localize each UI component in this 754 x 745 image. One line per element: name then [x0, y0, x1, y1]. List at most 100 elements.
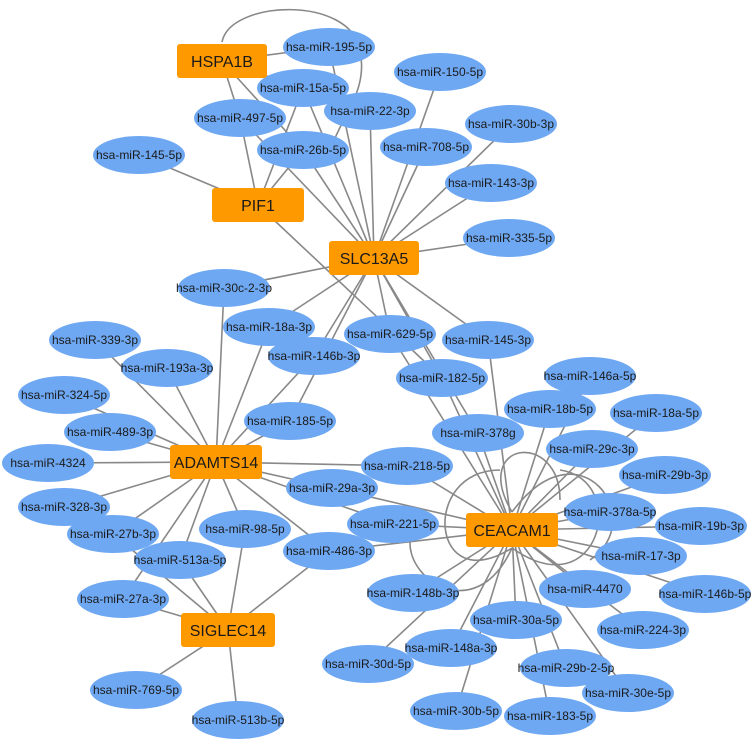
gene-node-siglec14[interactable]: SIGLEC14	[181, 613, 275, 647]
mirna-ellipse	[322, 645, 414, 683]
mirna-label: hsa-miR-708-5p	[383, 140, 469, 154]
mirna-ellipse	[432, 414, 524, 452]
mirna-node[interactable]: hsa-miR-150-5p	[394, 53, 486, 91]
mirna-node[interactable]: hsa-miR-328-3p	[18, 488, 110, 526]
mirna-node[interactable]: hsa-miR-335-5p	[463, 219, 555, 257]
mirna-node[interactable]: hsa-miR-193a-3p	[121, 349, 214, 387]
mirna-node[interactable]: hsa-miR-29a-3p	[286, 469, 378, 507]
mirna-label: hsa-miR-339-3p	[52, 333, 138, 347]
mirna-node[interactable]: hsa-miR-146a-5p	[544, 357, 637, 395]
mirna-ellipse	[283, 532, 375, 570]
edge-ADAMTS14-m18a3	[215, 326, 270, 463]
mirna-node[interactable]: hsa-miR-4470	[539, 570, 631, 608]
mirna-ellipse	[582, 674, 674, 712]
gene-node-adamts14[interactable]: ADAMTS14	[170, 445, 262, 479]
mirna-node[interactable]: hsa-miR-27a-3p	[77, 580, 169, 618]
mirna-node[interactable]: hsa-miR-221-5p	[347, 505, 439, 543]
mirna-node[interactable]: hsa-miR-15a-5p	[257, 69, 349, 107]
mirna-node[interactable]: hsa-miR-769-5p	[90, 671, 182, 709]
mirna-ellipse	[504, 697, 596, 735]
mirna-node[interactable]: hsa-miR-27b-3p	[67, 515, 159, 553]
mirna-ellipse	[64, 413, 156, 451]
gene-box	[170, 445, 262, 479]
mirna-node[interactable]: hsa-miR-18b-5p	[504, 390, 596, 428]
mirna-node[interactable]: hsa-miR-26b-5p	[257, 131, 349, 169]
gene-node-ceacam1[interactable]: CEACAM1	[466, 513, 558, 547]
mirna-node[interactable]: hsa-miR-22-3p	[324, 92, 416, 130]
mirna-label: hsa-miR-4324	[10, 456, 86, 470]
mirna-node[interactable]: hsa-miR-4324	[2, 444, 94, 482]
mirna-label: hsa-miR-221-5p	[350, 517, 436, 531]
gene-label: HSPA1B	[191, 54, 253, 71]
mirna-label: hsa-miR-17-3p	[601, 549, 681, 563]
gene-box	[177, 44, 267, 78]
mirna-node[interactable]: hsa-miR-195-5p	[283, 28, 375, 66]
edge-SLC13A5-m30b3	[373, 123, 512, 259]
mirna-node[interactable]: hsa-miR-19b-3p	[655, 507, 747, 545]
mirna-node[interactable]: hsa-miR-145-5p	[93, 136, 185, 174]
mirna-node[interactable]: hsa-miR-30b-5p	[410, 692, 502, 730]
mirna-node[interactable]: hsa-miR-629-5p	[344, 315, 436, 353]
mirna-node[interactable]: hsa-miR-30b-3p	[465, 105, 557, 143]
mirna-node[interactable]: hsa-miR-148a-3p	[405, 629, 498, 667]
gene-node-slc13a5[interactable]: SLC13A5	[329, 241, 419, 275]
mirna-ellipse	[324, 92, 416, 130]
mirna-node[interactable]: hsa-miR-339-3p	[49, 321, 141, 359]
mirna-label: hsa-miR-30d-5p	[325, 657, 411, 671]
edge-loop	[500, 451, 561, 513]
mirna-label: hsa-miR-769-5p	[93, 683, 179, 697]
mirna-label: hsa-miR-335-5p	[466, 231, 552, 245]
mirna-node[interactable]: hsa-miR-30e-5p	[582, 674, 674, 712]
mirna-node[interactable]: hsa-miR-324-5p	[18, 376, 110, 414]
mirna-ellipse	[2, 444, 94, 482]
mirna-node[interactable]: hsa-miR-30d-5p	[322, 645, 414, 683]
mirna-ellipse	[465, 105, 557, 143]
mirna-ellipse	[178, 269, 270, 307]
mirna-label: hsa-miR-148a-3p	[405, 641, 498, 655]
mirna-node[interactable]: hsa-miR-29b-2-5p	[518, 649, 615, 687]
mirna-node[interactable]: hsa-miR-185-5p	[244, 402, 336, 440]
mirna-label: hsa-miR-218-5p	[364, 459, 450, 473]
mirna-node[interactable]: hsa-miR-30c-2-3p	[176, 269, 272, 307]
mirna-ellipse	[597, 611, 689, 649]
mirna-node[interactable]: hsa-miR-18a-3p	[223, 308, 315, 346]
mirna-node[interactable]: hsa-miR-98-5p	[199, 510, 291, 548]
mirna-ellipse	[564, 493, 656, 531]
mirna-node[interactable]: hsa-miR-489-3p	[64, 413, 156, 451]
edge-ADAMTS14-m27a	[122, 461, 217, 600]
mirna-node[interactable]: hsa-miR-143-3p	[445, 164, 537, 202]
mirna-node[interactable]: hsa-miR-486-3p	[283, 532, 375, 570]
mirna-node[interactable]: hsa-miR-224-3p	[597, 611, 689, 649]
mirna-label: hsa-miR-224-3p	[600, 623, 686, 637]
mirna-node[interactable]: hsa-miR-218-5p	[361, 447, 453, 485]
gene-node-hspa1b[interactable]: HSPA1B	[177, 44, 267, 78]
mirna-node[interactable]: hsa-miR-146b-3p	[268, 337, 361, 375]
mirna-node[interactable]: hsa-miR-18a-5p	[610, 394, 702, 432]
mirna-node[interactable]: hsa-miR-378a-5p	[564, 493, 657, 531]
mirna-node[interactable]: hsa-miR-148b-3p	[367, 574, 460, 612]
mirna-label: hsa-miR-489-3p	[67, 425, 153, 439]
mirna-label: hsa-miR-30b-5p	[413, 704, 499, 718]
mirna-ellipse	[257, 131, 349, 169]
mirna-node[interactable]: hsa-miR-497-5p	[194, 99, 286, 137]
mirna-node[interactable]: hsa-miR-182-5p	[396, 359, 488, 397]
mirna-node[interactable]: hsa-miR-183-5p	[504, 697, 596, 735]
edge-ADAMTS14-m30c	[215, 287, 225, 463]
mirna-node[interactable]: hsa-miR-146b-5p	[659, 575, 752, 613]
mirna-label: hsa-miR-15a-5p	[260, 81, 346, 95]
edge-CEACAM1-m29b2	[511, 529, 567, 669]
mirna-node[interactable]: hsa-miR-29b-3p	[619, 456, 711, 494]
mirna-node[interactable]: hsa-miR-513b-5p	[192, 701, 285, 739]
mirna-node[interactable]: hsa-miR-29c-3p	[546, 430, 638, 468]
mirna-node[interactable]: hsa-miR-513a-5p	[134, 541, 227, 579]
mirna-node[interactable]: hsa-miR-17-3p	[595, 537, 687, 575]
mirna-node[interactable]: hsa-miR-708-5p	[380, 128, 472, 166]
mirna-node[interactable]: hsa-miR-30a-5p	[470, 601, 562, 639]
mirna-node[interactable]: hsa-miR-378g	[432, 414, 524, 452]
gene-label: SLC13A5	[340, 251, 409, 268]
mirna-ellipse	[268, 337, 360, 375]
gene-node-pif1[interactable]: PIF1	[212, 188, 304, 222]
mirna-ellipse	[18, 488, 110, 526]
mirna-node[interactable]: hsa-miR-145-3p	[442, 321, 534, 359]
